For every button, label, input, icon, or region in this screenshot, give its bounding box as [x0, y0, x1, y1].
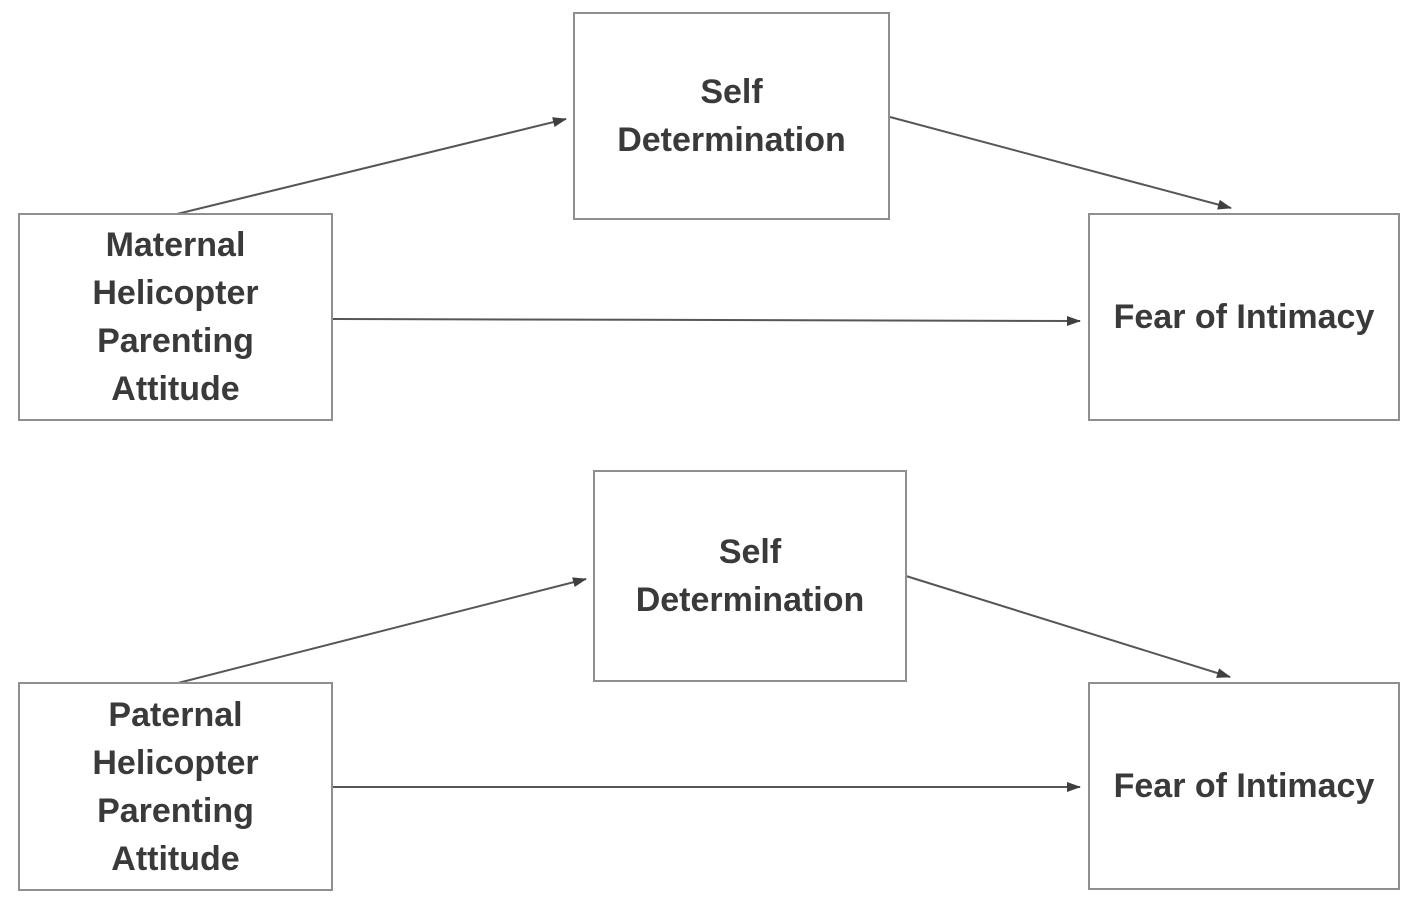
arrow-paternal-to-mediator [177, 577, 587, 684]
predictor-label: Maternal Helicopter Parenting Attitude [92, 226, 259, 408]
predictor-label: Paternal Helicopter Parenting Attitude [92, 695, 259, 878]
mediator-box-paternal-model: Self Determination [593, 470, 907, 682]
mediator-box-maternal-model: Self Determination [573, 12, 890, 220]
outcome-box-maternal-model: Fear of Intimacy [1088, 213, 1400, 421]
arrow-mediator-to-fear-bottom [905, 575, 1231, 678]
outcome-label: Fear of Intimacy [1113, 298, 1375, 336]
outcome-label: Fear of Intimacy [1113, 767, 1375, 805]
predictor-box-maternal: Maternal Helicopter Parenting Attitude [18, 213, 333, 421]
arrow-maternal-to-fear [332, 315, 1081, 326]
arrow-mediator-to-fear-top [889, 116, 1232, 210]
mediator-label: Self Determination [635, 533, 865, 619]
arrow-maternal-to-mediator [176, 117, 567, 215]
predictor-box-paternal: Paternal Helicopter Parenting Attitude [18, 682, 333, 891]
mediator-label: Self Determination [617, 73, 846, 159]
outcome-box-paternal-model: Fear of Intimacy [1088, 682, 1400, 890]
